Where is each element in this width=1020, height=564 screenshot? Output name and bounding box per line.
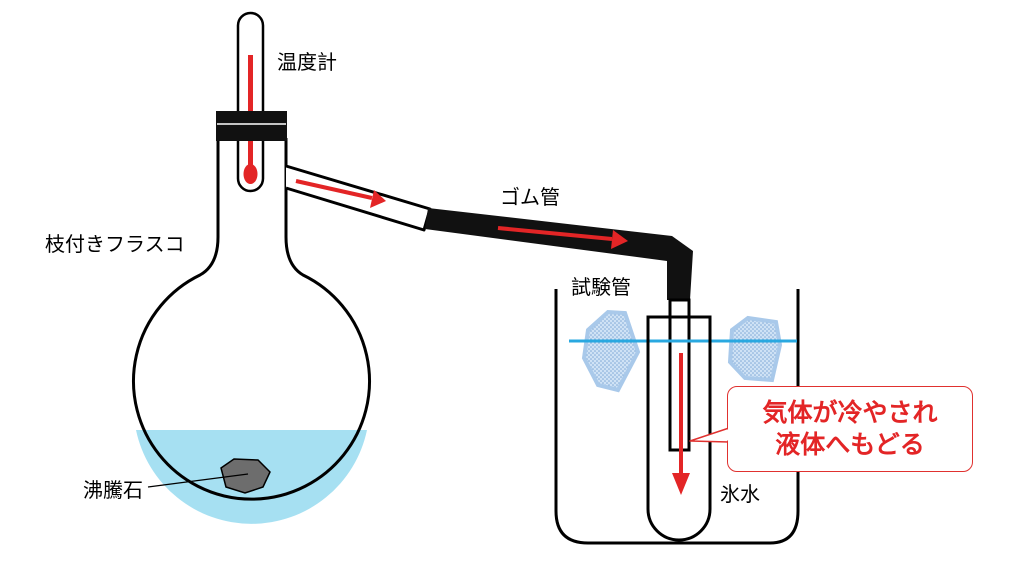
ice-left bbox=[581, 309, 641, 393]
liquid-arrow-down bbox=[672, 353, 690, 495]
vapor-arrow-tube bbox=[497, 226, 628, 249]
stopper bbox=[216, 111, 287, 141]
boiling-stone-leader bbox=[147, 473, 249, 488]
ice-water-label: 氷水 bbox=[720, 482, 760, 506]
flask-outline bbox=[132, 138, 371, 501]
boiling-stone-label: 沸騰石 bbox=[83, 478, 143, 502]
ice-right bbox=[727, 315, 783, 383]
side-arm bbox=[285, 164, 432, 232]
boiling-stone bbox=[220, 458, 271, 494]
test-tube-label: 試験管 bbox=[571, 275, 631, 299]
flask-label: 枝付きフラスコ bbox=[45, 232, 185, 256]
callout-box: 気体が冷やされ 液体へもどる bbox=[727, 386, 973, 472]
thermometer-bulb bbox=[243, 164, 258, 184]
callout-line-2: 液体へもどる bbox=[775, 430, 925, 459]
rubber-tube-label: ゴム管 bbox=[500, 185, 560, 209]
beaker bbox=[554, 289, 800, 545]
callout-line-1: 気体が冷やされ bbox=[762, 397, 938, 427]
thermometer-label: 温度計 bbox=[277, 50, 337, 74]
test-tube bbox=[646, 315, 712, 542]
vapor-arrow-arm bbox=[295, 179, 386, 208]
rubber-tube bbox=[425, 208, 693, 300]
